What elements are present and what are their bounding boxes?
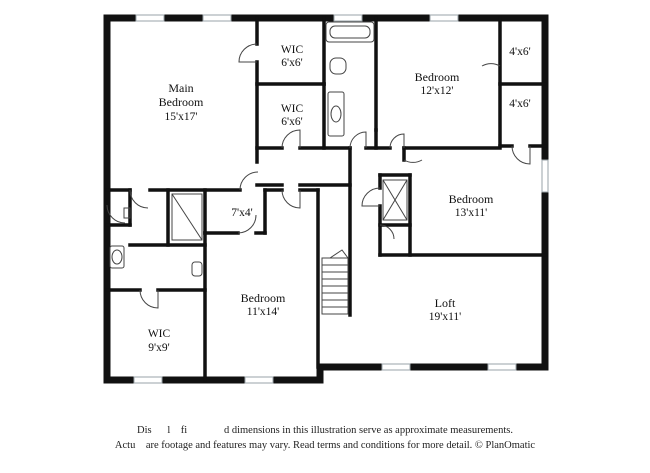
windows: [133, 14, 549, 384]
closet-a-dim: 4'x6': [509, 46, 530, 58]
bedroom-bottom-dim: 11'x14': [247, 306, 279, 318]
bedroom-right-dim: 13'x11': [455, 207, 487, 219]
doors: [106, 43, 531, 309]
room-labels: Main Bedroom 15'x17' WIC 6'x6' WIC 6'x6'…: [148, 44, 531, 354]
closet-small-dim: 7'x4': [231, 207, 252, 219]
closet-b-dim: 4'x6': [509, 98, 530, 110]
wic-middle-dim: 6'x6': [281, 116, 302, 128]
stairs: [321, 249, 349, 315]
bedroom-top-right-dim: 12'x12': [421, 85, 454, 97]
wic-bottom-name: WIC: [148, 328, 171, 340]
loft-dim: 19'x11': [429, 311, 461, 323]
outer-walls: [103, 14, 549, 384]
loft-name: Loft: [435, 296, 456, 310]
main-bedroom-name-line2: Bedroom: [159, 95, 204, 109]
main-bedroom-dim: 15'x17': [165, 111, 198, 123]
bedroom-right-name: Bedroom: [449, 192, 494, 206]
interior-walls: [105, 16, 547, 382]
wic-bottom-dim: 9'x9': [148, 342, 169, 354]
wic-upper-dim: 6'x6': [281, 57, 302, 69]
bedroom-top-right-name: Bedroom: [415, 70, 460, 84]
bath-fixtures: [109, 21, 408, 277]
disclaimer-line1: Dis l fi d dimensions in this illustrati…: [137, 425, 513, 436]
main-bedroom-name-line1: Main: [168, 81, 193, 95]
wic-upper-name: WIC: [281, 44, 304, 56]
disclaimer-line2: Actu are footage and features may vary. …: [114, 440, 536, 451]
bedroom-bottom-name: Bedroom: [241, 291, 286, 305]
wic-middle-name: WIC: [281, 103, 304, 115]
